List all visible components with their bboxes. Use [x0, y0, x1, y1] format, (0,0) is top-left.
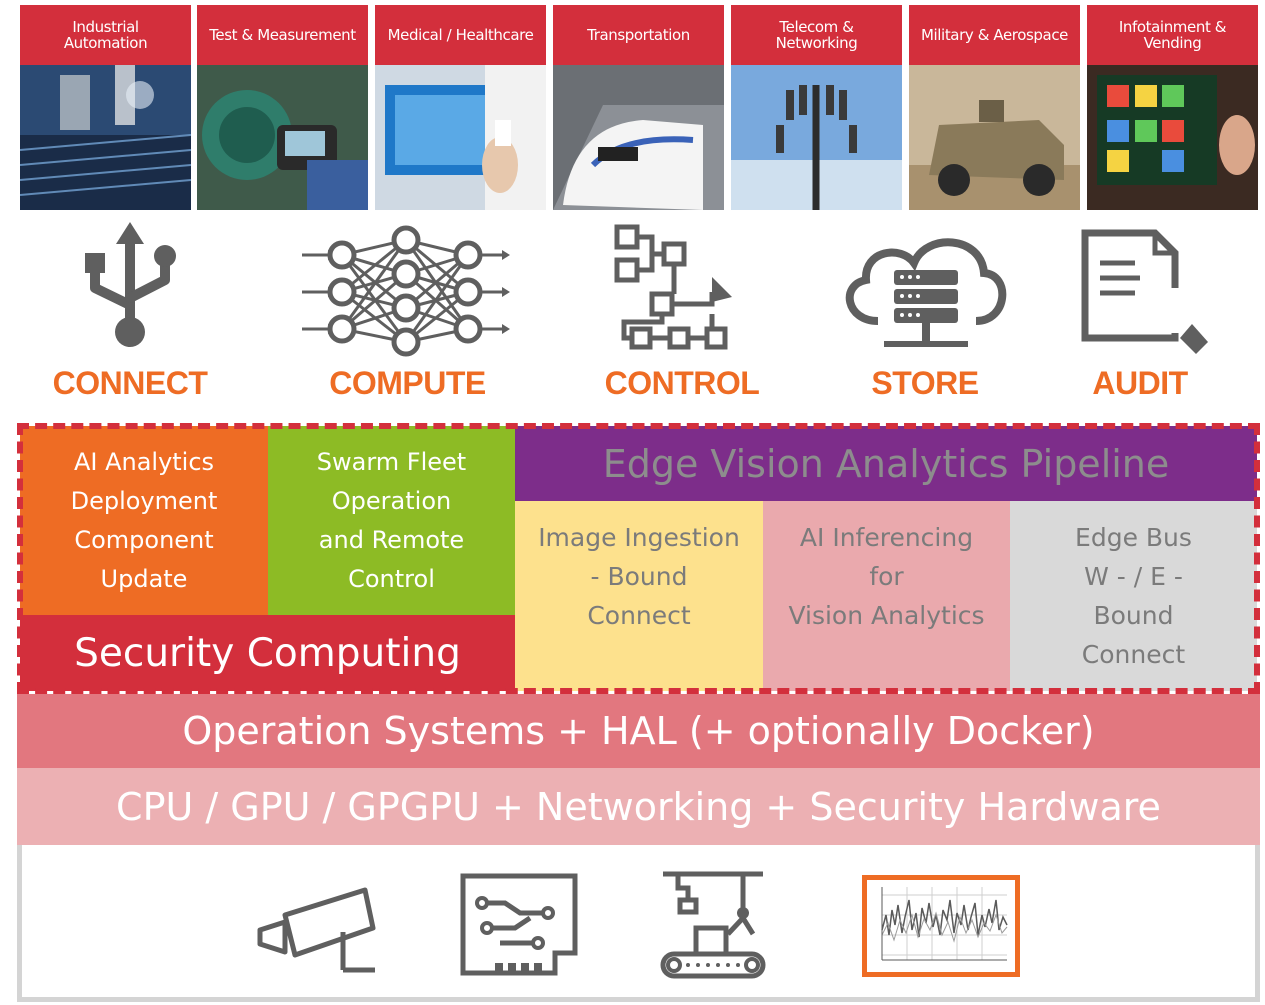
capability-label-compute: COMPUTE: [329, 365, 486, 401]
image-ingestion-box: Image Ingestion - Bound Connect: [515, 501, 763, 691]
edge-bus-box: Edge Bus W - / E - Bound Connect: [1010, 501, 1257, 691]
neural-network-icon: [302, 225, 510, 357]
industry-tile-infotainment: Infotainment & Vending: [1087, 5, 1258, 210]
capability-label-connect: CONNECT: [52, 365, 208, 401]
industry-tile-telecom: Telecom & Networking: [731, 5, 902, 210]
industry-label: Telecom & Networking: [731, 5, 902, 65]
industry-label: Infotainment & Vending: [1087, 5, 1258, 65]
industry-tile-military: Military & Aerospace: [909, 5, 1080, 210]
industry-label: Medical / Healthcare: [375, 5, 546, 65]
security-camera-icon: [257, 887, 376, 973]
capability-label-store: STORE: [871, 365, 979, 401]
military-photo: [909, 65, 1080, 210]
capability-label-audit: AUDIT: [1092, 365, 1188, 401]
swarm-fleet-box: Swarm Fleet Operation and Remote Control: [268, 426, 515, 615]
ai-analytics-deployment-box: AI Analytics Deployment Component Update: [20, 426, 268, 615]
usb-icon: [85, 222, 176, 347]
industrial-automation-photo: [20, 65, 191, 210]
circuit-board-icon: [460, 873, 578, 976]
telecom-photo: [731, 65, 902, 210]
security-computing-box: Security Computing: [20, 615, 515, 691]
infotainment-photo: [1087, 65, 1258, 210]
oscilloscope-chart-icon: [862, 875, 1020, 977]
pipeline-title-box: Edge Vision Analytics Pipeline: [515, 426, 1257, 501]
robotic-assembly-icon: [660, 871, 766, 979]
industry-tile-test-measurement: Test & Measurement: [197, 5, 368, 210]
industry-tile-transportation: Transportation: [553, 5, 724, 210]
test-measurement-photo: [197, 65, 368, 210]
cloud-server-icon: [845, 238, 1007, 347]
flowchart-icon: [614, 224, 732, 350]
device-panel: [17, 845, 1260, 1002]
industry-label: Transportation: [553, 5, 724, 65]
document-audit-icon: [1081, 229, 1208, 354]
transportation-photo: [553, 65, 724, 210]
hardware-layer: CPU / GPU / GPGPU + Networking + Securit…: [17, 768, 1260, 845]
ai-inferencing-box: AI Inferencing for Vision Analytics: [763, 501, 1010, 691]
industry-label: Test & Measurement: [197, 5, 368, 65]
os-hal-layer: Operation Systems + HAL (+ optionally Do…: [17, 694, 1260, 768]
industry-label: Military & Aerospace: [909, 5, 1080, 65]
industry-tile-medical: Medical / Healthcare: [375, 5, 546, 210]
industry-label: Industrial Automation: [20, 5, 191, 65]
industry-tile-industrial-automation: Industrial Automation: [20, 5, 191, 210]
capability-label-control: CONTROL: [604, 365, 760, 401]
medical-photo: [375, 65, 546, 210]
